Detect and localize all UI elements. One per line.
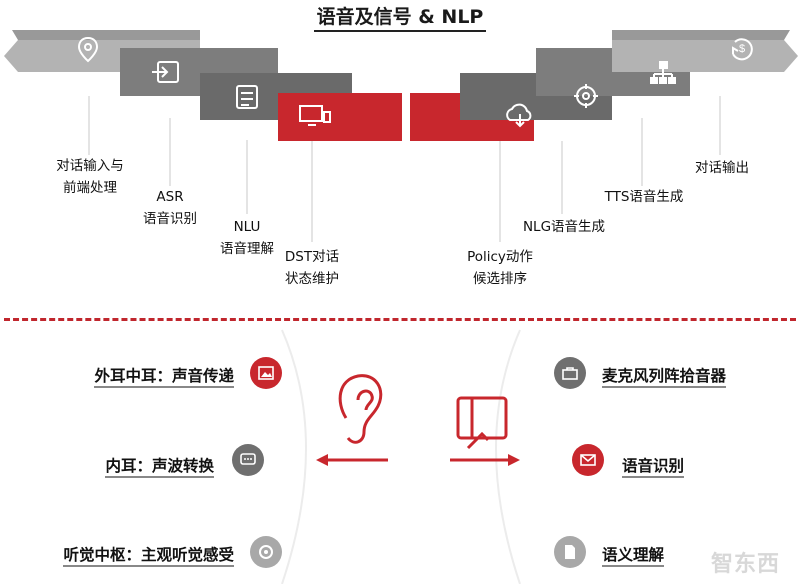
disc-icon: [250, 536, 282, 568]
page-title: 语音及信号 & NLP: [0, 2, 800, 32]
arrow-right: [450, 454, 520, 466]
right-item-mic-array: 麦克风列阵拾音器: [602, 364, 727, 388]
watermark: 智东西: [710, 552, 780, 577]
tablet-hand-icon: [456, 396, 508, 450]
label-tts: TTS语音生成: [604, 189, 684, 205]
svg-text:$: $: [739, 43, 745, 55]
image-icon: [250, 357, 282, 389]
checklist-icon: [236, 85, 258, 109]
cloud-download-icon: [506, 103, 532, 128]
briefcase-icon: [554, 357, 586, 389]
label-dialog-input: 对话输入与前端处理: [56, 158, 124, 196]
leader-lines: [88, 96, 721, 242]
label-nlg: NLG语音生成: [522, 219, 606, 235]
step-1-right-fold: [612, 30, 790, 40]
sign-in-icon: [152, 61, 179, 83]
left-item-inner-ear: 内耳：声波转换: [40, 454, 214, 478]
document-icon: [554, 536, 586, 568]
label-policy: Policy动作候选排序: [467, 249, 533, 287]
label-dst: DST对话状态维护: [284, 249, 340, 287]
label-dialog-output: 对话输出: [695, 160, 749, 176]
pipeline-diagram: $: [4, 30, 798, 242]
arrow-left: [316, 454, 388, 466]
monitor-icon: [299, 105, 331, 126]
right-item-speech-recognition: 语音识别: [622, 454, 685, 478]
location-pin-icon: [77, 36, 99, 63]
ear-icon: [338, 374, 383, 444]
step-1-left-fold: [12, 30, 200, 40]
left-item-auditory-center: 听觉中枢：主观听觉感受: [34, 543, 234, 567]
left-item-outer-ear: 外耳中耳：声音传递: [40, 364, 234, 388]
right-item-semantic: 语义理解: [602, 543, 665, 567]
hierarchy-icon: [650, 61, 676, 84]
dollar-refresh-icon: $: [732, 38, 753, 61]
section-divider: [4, 318, 796, 321]
chat-icon: [232, 444, 264, 476]
target-icon: [574, 84, 598, 108]
mail-icon: [572, 444, 604, 476]
